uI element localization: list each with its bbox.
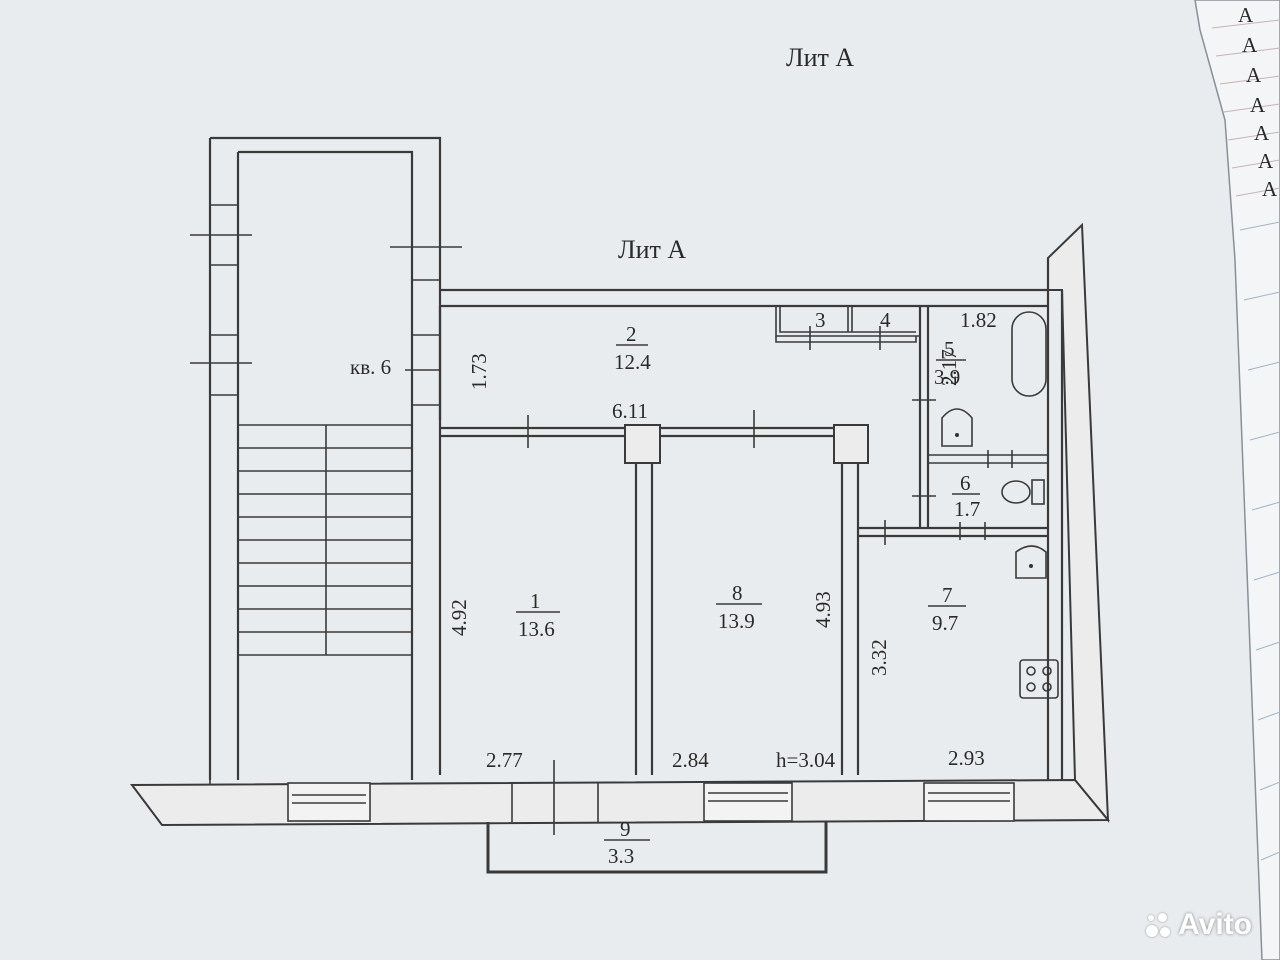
room-7-number: 7 (942, 583, 953, 607)
side-letter: А (1238, 3, 1254, 27)
sink-icon (941, 408, 973, 447)
avito-watermark: Avito (1144, 908, 1252, 942)
interior-walls (440, 290, 1064, 780)
dim-corridor-height: 1.73 (467, 353, 491, 390)
adjacent-page: А А А А А А А (1194, 0, 1280, 960)
side-letter: А (1254, 121, 1270, 145)
lit-title-top: Лит А (786, 43, 854, 72)
side-letter: А (1246, 63, 1262, 87)
apartment-walls (130, 222, 1111, 874)
avito-logo-icon (1144, 911, 1172, 939)
room-1-area: 13.6 (518, 617, 555, 641)
room-9-area: 3.3 (608, 844, 634, 868)
bathtub-icon (1011, 311, 1047, 397)
side-letter: А (1262, 177, 1278, 201)
dim-bath-width: 1.82 (960, 308, 997, 332)
dim-corridor-length: 6.11 (612, 399, 648, 423)
dim-kitchen-height: 3.32 (867, 639, 891, 676)
dim-ceiling-height: h=3.04 (776, 748, 836, 772)
room-5-area: 3.9 (934, 365, 960, 389)
side-letter: А (1258, 149, 1274, 173)
room-8-area: 13.9 (718, 609, 755, 633)
dim-room1-height: 4.92 (447, 599, 471, 636)
side-letter: А (1250, 93, 1266, 117)
avito-label: Avito (1178, 908, 1252, 941)
stove-icon (1019, 659, 1059, 699)
dim-kitchen-width: 2.93 (948, 746, 985, 770)
room-5-number: 5 (944, 337, 955, 361)
lit-title-mid: Лит А (618, 235, 686, 264)
dim-room1-width: 2.77 (486, 748, 523, 772)
room-2-number: 2 (626, 322, 637, 346)
room-2-area: 12.4 (614, 350, 651, 374)
room-6-number: 6 (960, 471, 971, 495)
room-1-number: 1 (530, 589, 541, 613)
toilet-icon (1001, 479, 1045, 505)
dim-room8-width: 2.84 (672, 748, 709, 772)
room-3-number: 3 (815, 308, 826, 332)
kitchen-sink-icon (1015, 545, 1047, 579)
dim-bath-height: 2.17 (937, 349, 961, 386)
room-6-area: 1.7 (954, 497, 980, 521)
dim-room8-height: 4.93 (811, 591, 835, 628)
side-letter: А (1242, 33, 1258, 57)
apartment-label: кв. 6 (350, 355, 391, 379)
room-9-number: 9 (620, 817, 631, 841)
room-8-number: 8 (732, 581, 743, 605)
stairwell (190, 136, 462, 780)
room-7-area: 9.7 (932, 611, 958, 635)
fraction-lines (516, 344, 980, 841)
room-4-number: 4 (880, 308, 891, 332)
